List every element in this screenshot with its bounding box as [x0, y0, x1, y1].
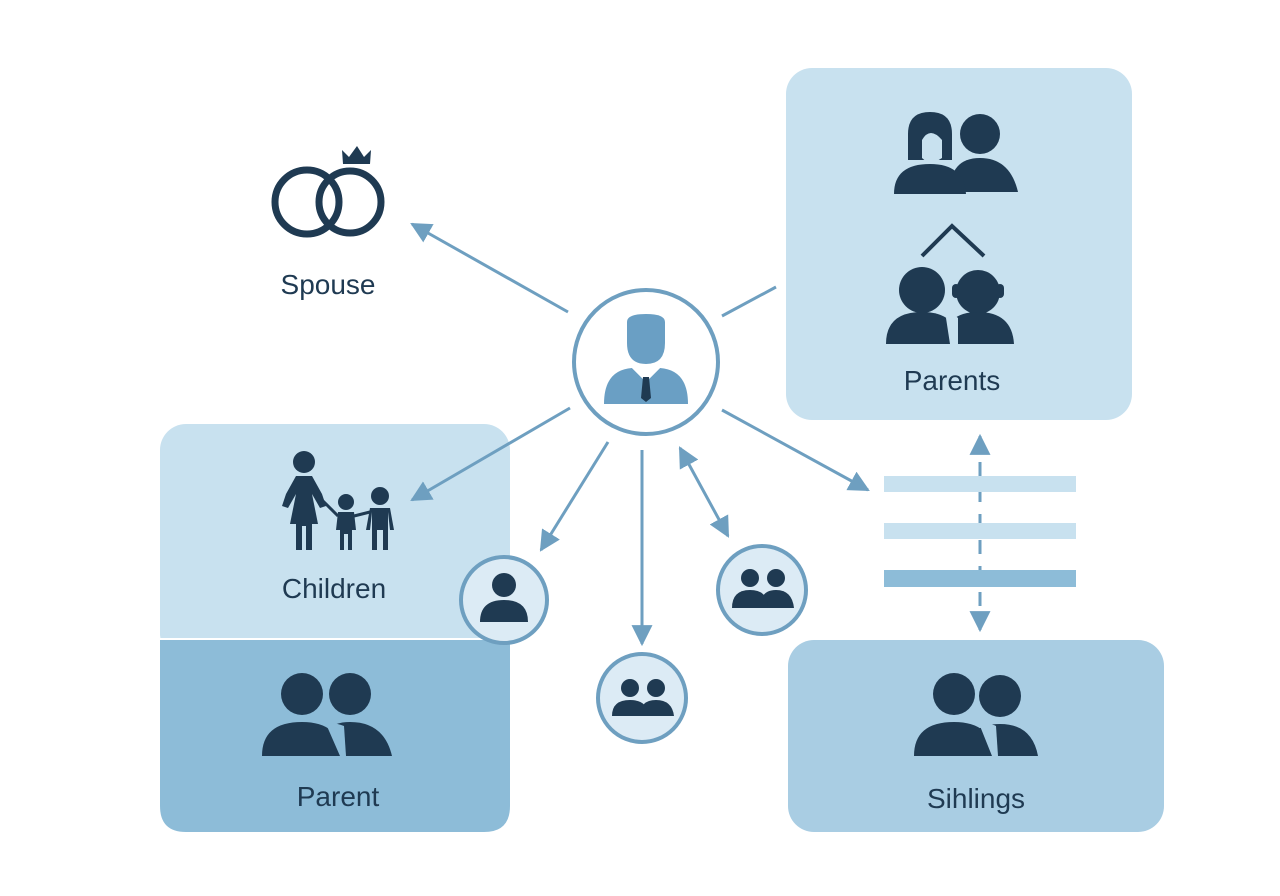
caret-up-icon — [920, 223, 986, 258]
sibling-node-circle[interactable] — [716, 544, 808, 636]
person-icon — [480, 573, 528, 622]
two-people-small-icon — [612, 679, 674, 716]
grandparents-icon — [886, 267, 1014, 344]
two-people-icon — [262, 673, 392, 756]
divider-bar-1 — [884, 476, 1076, 492]
connector-child-circle — [539, 441, 610, 552]
parents-panel[interactable] — [786, 68, 1132, 420]
parents-label: Parents — [904, 365, 1001, 396]
businessman-icon — [604, 314, 688, 404]
connector-siblings — [721, 408, 870, 492]
spouse-label: Spouse — [281, 269, 376, 300]
parents-icon — [894, 112, 1018, 194]
connector-parents — [721, 285, 777, 318]
two-people-small-icon — [732, 569, 794, 608]
siblings-label: Sihlings — [927, 783, 1025, 814]
connector-spouse — [410, 222, 569, 314]
family-icon — [282, 451, 394, 550]
children-label: Children — [282, 573, 386, 604]
divider-bar-3 — [884, 570, 1076, 587]
children-panel[interactable] — [160, 424, 510, 660]
parent-label: Parent — [297, 781, 380, 812]
child-node-circle[interactable] — [459, 555, 549, 645]
bottom-node-circle[interactable] — [596, 652, 688, 744]
connector-children — [410, 406, 571, 502]
divider-bar-2 — [884, 523, 1076, 539]
connector-sibling-circle — [678, 446, 730, 538]
wedding-rings-icon — [271, 146, 385, 238]
siblings-icon — [914, 673, 1038, 756]
